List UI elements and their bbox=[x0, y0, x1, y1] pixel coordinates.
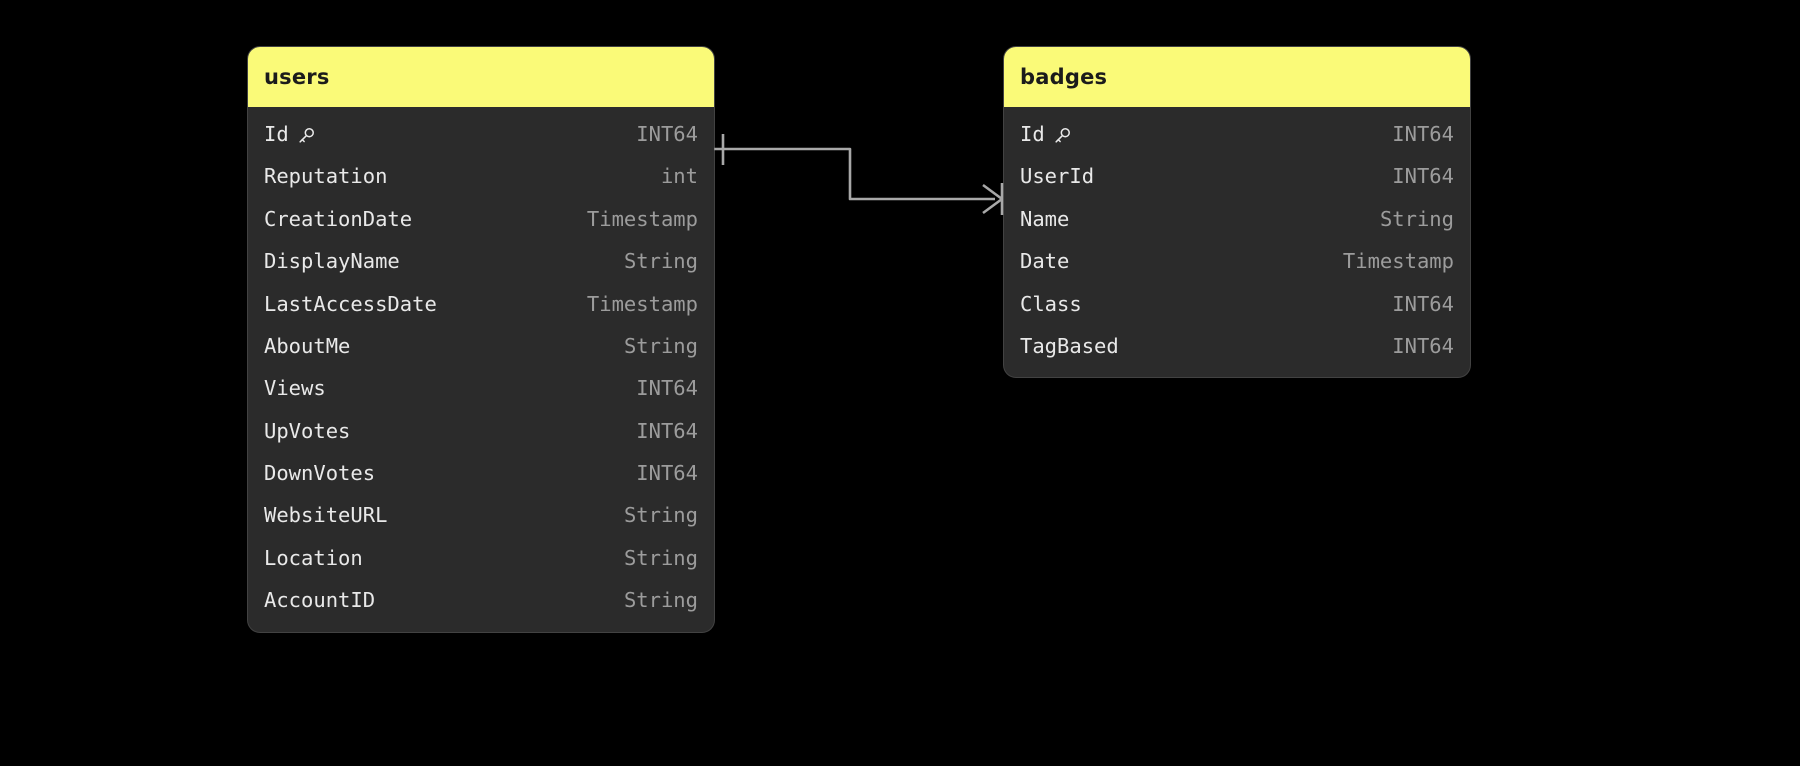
field-type-cell: String bbox=[623, 249, 698, 274]
field-name-cell: DownVotes bbox=[264, 463, 375, 484]
field-type-cell: String bbox=[1379, 206, 1454, 231]
field-name-cell: WebsiteURL bbox=[264, 505, 387, 526]
field-name-cell: UserId bbox=[1020, 166, 1094, 187]
field-name-text: Date bbox=[1020, 249, 1070, 274]
field-name-text: CreationDate bbox=[264, 206, 413, 231]
field-name-text: LastAccessDate bbox=[264, 291, 437, 316]
key-icon bbox=[1053, 126, 1072, 145]
field-name-cell: LastAccessDate bbox=[264, 291, 437, 316]
entity-header-users[interactable]: users bbox=[248, 47, 714, 107]
field-name-text: AccountID bbox=[264, 588, 376, 613]
field-row[interactable]: Class INT64 bbox=[1004, 283, 1470, 325]
field-row[interactable]: AboutMe String bbox=[248, 325, 714, 367]
field-row[interactable]: Views INT64 bbox=[248, 367, 714, 409]
field-row[interactable]: TagBased INT64 bbox=[1004, 325, 1470, 367]
field-name-cell: Reputation bbox=[264, 166, 387, 187]
field-row[interactable]: UserId INT64 bbox=[1004, 155, 1470, 197]
entity-title-users: users bbox=[264, 65, 330, 89]
field-name-text: Location bbox=[264, 545, 363, 570]
field-type-cell: INT64 bbox=[636, 121, 698, 146]
field-row[interactable]: DownVotes INT64 bbox=[248, 452, 714, 494]
field-name-cell: UpVotes bbox=[264, 421, 350, 442]
cardinality-many-marker bbox=[982, 183, 1004, 215]
field-row[interactable]: Id INT64 bbox=[1004, 113, 1470, 155]
field-row[interactable]: Id INT64 bbox=[248, 113, 714, 155]
field-type-cell: Timestamp bbox=[586, 206, 698, 231]
field-name-cell: Id bbox=[264, 124, 316, 145]
field-type-cell: String bbox=[623, 545, 698, 570]
entity-title-badges: badges bbox=[1020, 65, 1108, 89]
field-name-cell: Views bbox=[264, 378, 326, 399]
field-row[interactable]: Reputation int bbox=[248, 155, 714, 197]
field-name-cell: Date bbox=[1020, 251, 1069, 272]
field-type-cell: INT64 bbox=[636, 376, 698, 401]
field-name-cell: Location bbox=[264, 548, 363, 569]
field-type-cell: INT64 bbox=[1392, 164, 1454, 189]
key-icon bbox=[297, 126, 316, 145]
field-row[interactable]: Date Timestamp bbox=[1004, 240, 1470, 282]
field-name-text: Class bbox=[1020, 291, 1082, 316]
field-type-cell: INT64 bbox=[636, 418, 698, 443]
field-type-cell: Timestamp bbox=[586, 291, 698, 316]
field-name-cell: AccountID bbox=[264, 590, 375, 611]
entity-field-list-users: Id INT64 Reputation int bbox=[248, 107, 714, 632]
field-name-text: Id bbox=[1020, 121, 1045, 146]
field-name-cell: TagBased bbox=[1020, 336, 1119, 357]
field-name-cell: Id bbox=[1020, 124, 1072, 145]
field-type-cell: Timestamp bbox=[1342, 249, 1454, 274]
field-type-cell: String bbox=[623, 333, 698, 358]
field-name-cell: Name bbox=[1020, 209, 1069, 230]
field-name-cell: CreationDate bbox=[264, 209, 412, 230]
entity-card-badges[interactable]: badges Id INT64 Use bbox=[1004, 47, 1470, 378]
field-type-cell: int bbox=[660, 164, 698, 189]
field-name-text: WebsiteURL bbox=[264, 503, 388, 528]
field-name-text: UpVotes bbox=[264, 418, 351, 443]
field-name-text: Reputation bbox=[264, 164, 388, 189]
field-name-text: UserId bbox=[1020, 164, 1095, 189]
field-row[interactable]: AccountID String bbox=[248, 579, 714, 621]
field-type-cell: String bbox=[623, 503, 698, 528]
field-row[interactable]: Location String bbox=[248, 537, 714, 579]
field-type-cell: INT64 bbox=[1392, 333, 1454, 358]
field-name-cell: Class bbox=[1020, 291, 1082, 316]
field-name-text: Name bbox=[1020, 206, 1070, 231]
field-type-cell: INT64 bbox=[1392, 121, 1454, 146]
field-name-text: DownVotes bbox=[264, 461, 376, 486]
entity-header-badges[interactable]: badges bbox=[1004, 47, 1470, 107]
field-type-cell: String bbox=[623, 588, 698, 613]
entity-card-users[interactable]: users Id INT64 Repu bbox=[248, 47, 714, 632]
field-row[interactable]: Name String bbox=[1004, 198, 1470, 240]
field-name-text: Views bbox=[264, 376, 326, 401]
field-name-text: TagBased bbox=[1020, 333, 1119, 358]
field-name-text: Id bbox=[264, 121, 289, 146]
field-row[interactable]: LastAccessDate Timestamp bbox=[248, 283, 714, 325]
field-type-cell: INT64 bbox=[636, 461, 698, 486]
entity-field-list-badges: Id INT64 UserId INT64 bbox=[1004, 107, 1470, 377]
field-row[interactable]: UpVotes INT64 bbox=[248, 410, 714, 452]
field-row[interactable]: DisplayName String bbox=[248, 240, 714, 282]
field-name-text: DisplayName bbox=[264, 249, 400, 274]
field-row[interactable]: CreationDate Timestamp bbox=[248, 198, 714, 240]
field-name-cell: AboutMe bbox=[264, 336, 350, 357]
field-name-cell: DisplayName bbox=[264, 251, 400, 272]
field-name-text: AboutMe bbox=[264, 333, 351, 358]
field-row[interactable]: WebsiteURL String bbox=[248, 495, 714, 537]
field-type-cell: INT64 bbox=[1392, 291, 1454, 316]
